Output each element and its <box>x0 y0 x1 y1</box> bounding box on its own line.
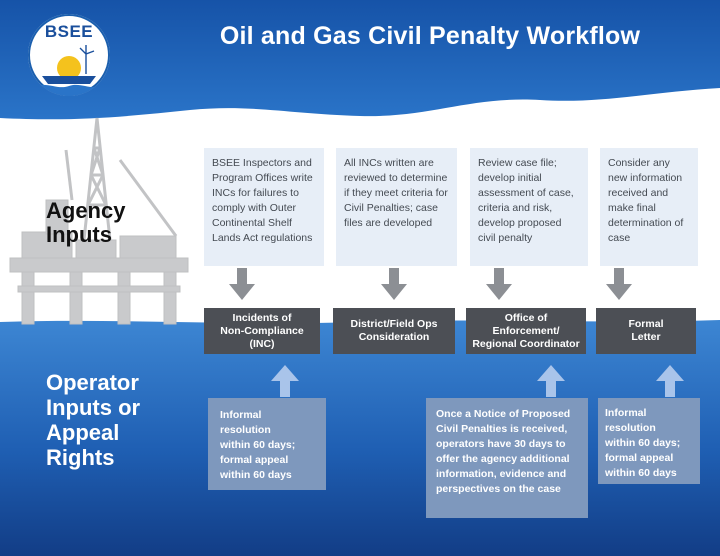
down-arrow-icon <box>381 268 407 300</box>
agency-input-text: All INCs written are reviewed to determi… <box>344 157 448 229</box>
step-district-field-ops: District/Field Ops Consideration <box>333 308 455 354</box>
agency-input-text: BSEE Inspectors and Program Offices writ… <box>212 157 313 244</box>
wind-turbine-icon <box>79 45 95 74</box>
agency-input-3: Review case file; develop initial assess… <box>470 148 588 266</box>
operator-input-2: Once a Notice of Proposed Civil Penaltie… <box>426 398 588 518</box>
step-office-of-enforcement: Office of Enforcement/ Regional Coordina… <box>466 308 586 354</box>
step-formal-letter: Formal Letter <box>596 308 696 354</box>
operator-input-1: Informal resolution within 60 days; form… <box>208 398 326 490</box>
logo-text: BSEE <box>44 22 94 41</box>
page-title: Oil and Gas Civil Penalty Workflow <box>219 22 641 50</box>
up-arrow-icon <box>271 365 299 397</box>
agency-input-1: BSEE Inspectors and Program Offices writ… <box>204 148 324 266</box>
down-arrow-icon <box>606 268 632 300</box>
up-arrow-icon <box>656 365 684 397</box>
sun-icon <box>57 56 81 80</box>
down-arrow-icon <box>229 268 255 300</box>
operator-input-3: Informal resolution within 60 days; form… <box>598 398 700 484</box>
agency-input-text: Consider any new information received an… <box>608 157 684 244</box>
agency-input-text: Review case file; develop initial assess… <box>478 157 574 244</box>
operator-inputs-label: Operator Inputs or Appeal Rights <box>46 370 141 470</box>
bsee-logo: BSEE <box>28 14 110 96</box>
ship-icon <box>42 76 96 84</box>
agency-input-4: Consider any new information received an… <box>600 148 698 266</box>
step-incidents-of-non-compliance: Incidents of Non-Compliance (INC) <box>204 308 320 354</box>
agency-inputs-label: Agency Inputs <box>46 198 126 247</box>
logo-graphic <box>36 45 102 96</box>
up-arrow-icon <box>537 365 565 397</box>
agency-input-2: All INCs written are reviewed to determi… <box>336 148 457 266</box>
down-arrow-icon <box>486 268 512 300</box>
